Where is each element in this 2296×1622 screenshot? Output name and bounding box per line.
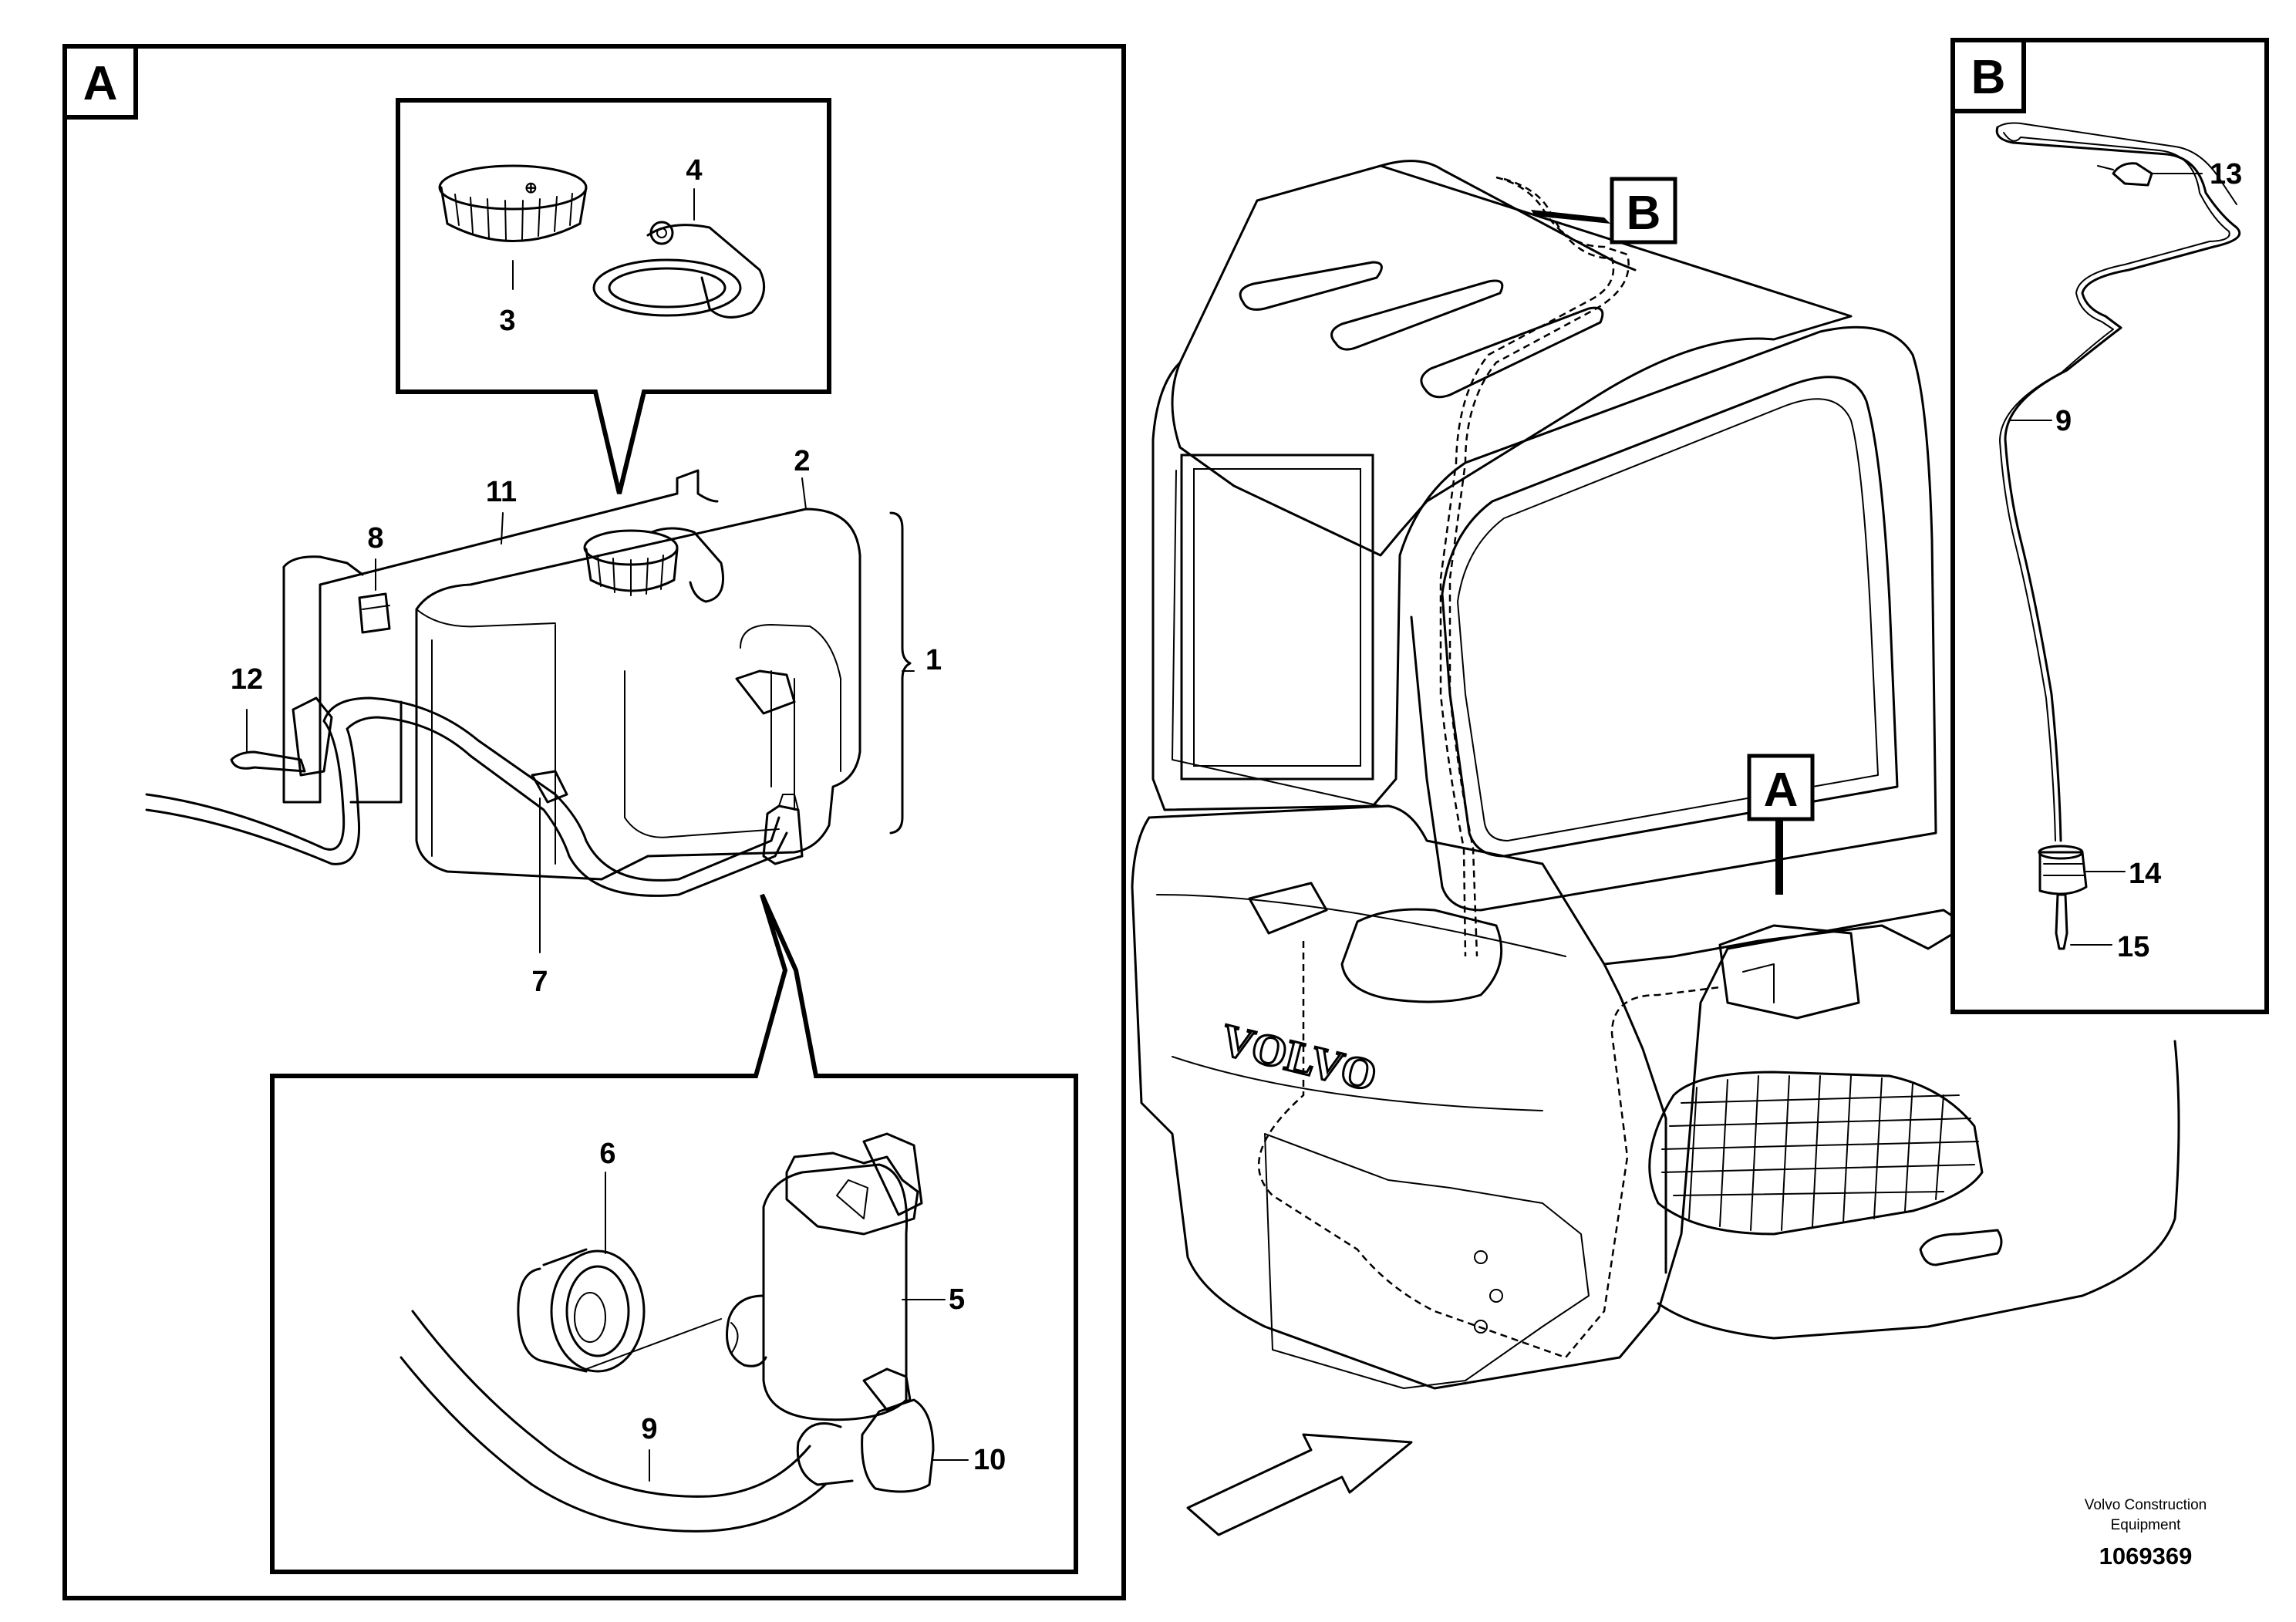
document-number: 1069369 (2099, 1543, 2193, 1570)
panel-a-frame (62, 44, 1126, 1600)
cap-detail-box: ⊕ (396, 98, 831, 494)
credit-line-2: Equipment (2111, 1517, 2182, 1533)
callout-9-panel-b: 9 (2055, 405, 2072, 437)
cable-route-b (1257, 941, 1721, 1359)
cap-symbol: ⊕ (524, 180, 538, 197)
cable-route-a (1448, 176, 1630, 957)
callout-6: 6 (599, 1138, 615, 1170)
pump-detail-box (270, 893, 1078, 1574)
callout-11: 11 (486, 476, 517, 508)
panel-b-frame (1950, 38, 2269, 1014)
grille (1648, 1071, 1984, 1236)
callout-13: 13 (2210, 158, 2242, 191)
callout-1: 1 (925, 644, 942, 676)
callout-9-panel-a: 9 (641, 1413, 657, 1445)
cab-left-window (1180, 454, 1374, 781)
marker-a: A (1747, 754, 1815, 895)
panel-a-leaders (246, 188, 969, 1482)
callout-2: 2 (794, 445, 810, 477)
marker-b: B (1531, 177, 1677, 244)
callout-7: 7 (531, 966, 548, 998)
washer-tank (145, 469, 912, 897)
callout-14: 14 (2129, 858, 2161, 890)
panel-b: B 13 9 14 15 (1950, 38, 2269, 1014)
callout-12: 12 (231, 663, 263, 696)
panel-a-tag-box (62, 44, 138, 120)
panel-a: A ⊕ (62, 44, 1126, 1600)
panel-b-tag: B (1971, 51, 2006, 104)
credit-line-1: Volvo Construction (2085, 1497, 2207, 1513)
callout-15: 15 (2117, 931, 2149, 963)
marker-a-label: A (1764, 764, 1799, 817)
panel-a-tag: A (83, 57, 118, 110)
cab-left-window-inner (1193, 468, 1361, 767)
callout-10: 10 (973, 1444, 1006, 1476)
callout-3: 3 (499, 305, 515, 337)
callout-4: 4 (686, 154, 702, 187)
panel-b-tag-box (1950, 38, 2026, 113)
callout-8: 8 (367, 522, 383, 555)
callout-5: 5 (949, 1283, 965, 1316)
footer: Volvo Construction Equipment 1069369 (2085, 1497, 2207, 1570)
marker-b-label: B (1627, 187, 1661, 240)
direction-arrow (1186, 1433, 1413, 1536)
